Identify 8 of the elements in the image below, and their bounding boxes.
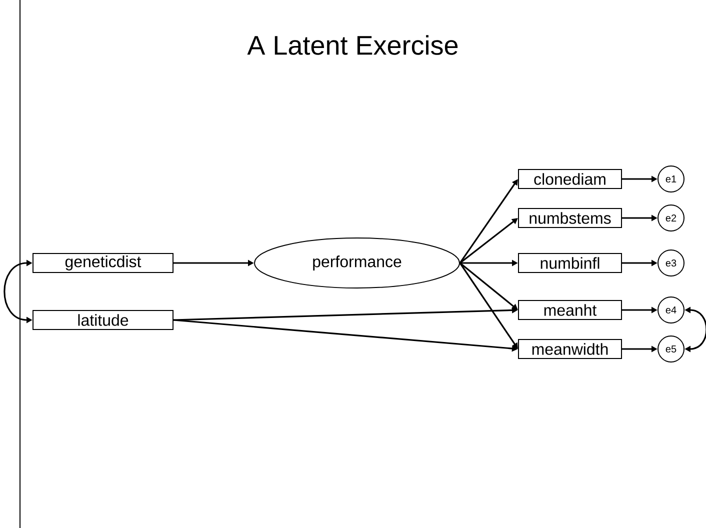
title: A Latent Exercise [247,35,458,55]
variable-box: numbstems [518,208,622,228]
variable-box: numbinfl [518,253,622,273]
variable-box: meanwidth [518,339,622,359]
variable-box: meanht [518,300,622,320]
variable-box: latitude [32,310,174,330]
variable-box: geneticdist [32,253,174,273]
variable-box: clonediam [518,169,622,189]
